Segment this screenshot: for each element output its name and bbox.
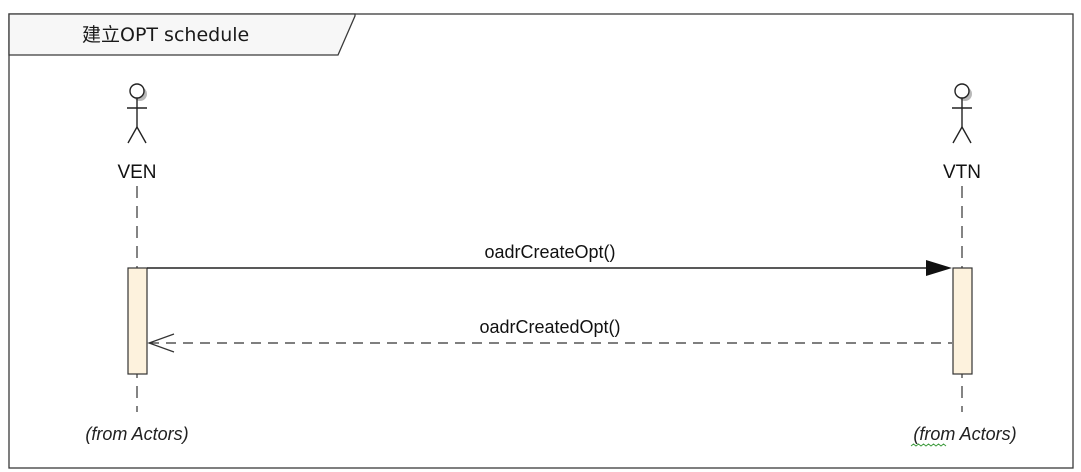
actor-ven-icon: [127, 83, 147, 144]
message-create-opt: oadrCreateOpt(): [147, 242, 952, 276]
open-arrowhead-icon: [147, 333, 175, 353]
frame-title: 建立OPT schedule: [82, 24, 249, 46]
actor-vtn-label: VTN: [943, 162, 981, 183]
actor-vtn: VTN: [943, 83, 981, 183]
activation-ven: [127, 267, 148, 375]
activation-vtn: [952, 267, 973, 375]
actor-vtn-origin: (from Actors): [913, 424, 1016, 444]
actor-ven: VEN: [117, 83, 157, 183]
message-created-opt: oadrCreatedOpt(): [147, 317, 952, 353]
spellcheck-squiggle-icon: [910, 443, 947, 447]
frame-title-tab: 建立OPT schedule: [8, 13, 356, 56]
actor-ven-label: VEN: [117, 162, 156, 183]
message-created-opt-label: oadrCreatedOpt(): [479, 317, 620, 337]
message-create-opt-label: oadrCreateOpt(): [484, 242, 615, 262]
filled-arrowhead-icon: [926, 260, 952, 276]
actor-vtn-icon: [952, 83, 972, 144]
diagram-frame: [8, 13, 1074, 469]
actor-ven-origin: (from Actors): [85, 424, 188, 444]
